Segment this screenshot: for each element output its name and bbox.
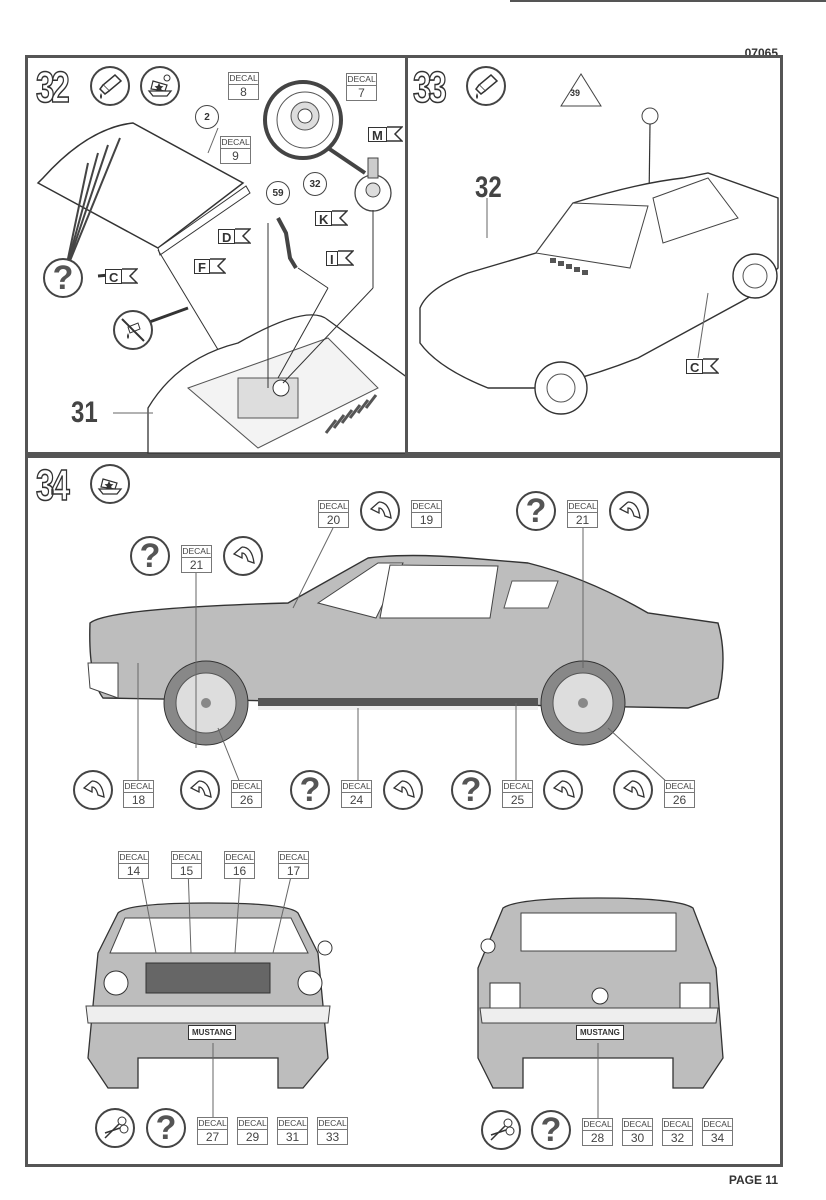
sprue-flag-k: K <box>315 210 349 227</box>
no-glue-icon <box>113 310 153 350</box>
help-icon: ? <box>451 770 491 810</box>
help-icon: ? <box>531 1110 571 1150</box>
decal-apply-icon <box>360 491 400 531</box>
part-number-32: 32 <box>303 172 327 196</box>
car-3q-drawing <box>419 73 779 415</box>
sprue-flag-c: C <box>686 358 720 375</box>
part-number-2: 2 <box>195 105 219 129</box>
sprue-flag-f: F <box>194 258 226 275</box>
decal-apply-icon <box>609 491 649 531</box>
help-icon: ? <box>130 536 170 576</box>
step-32-panel: 32 <box>25 55 409 455</box>
step-number: 34 <box>35 461 70 510</box>
sprue-flag-i: I <box>326 250 354 267</box>
sprue-flag-d: D <box>218 228 252 245</box>
step-33-panel: 33 39 32 C <box>405 55 783 455</box>
scissors-icon <box>95 1108 135 1148</box>
step-number: 33 <box>412 63 447 112</box>
decal-apply-icon <box>223 536 263 576</box>
sprue-flag-c: C <box>105 268 139 285</box>
help-icon: ? <box>146 1108 186 1148</box>
front-license-plate: MUSTANG <box>188 1025 236 1040</box>
sprue-flag-m: M <box>368 126 403 143</box>
step-number: 32 <box>35 63 70 112</box>
decal-apply-icon <box>613 770 653 810</box>
page-edge-line <box>510 0 826 2</box>
help-icon: ? <box>290 770 330 810</box>
decal-water-icon <box>90 464 130 504</box>
glue-icon <box>90 66 130 106</box>
decal-water-icon <box>140 66 180 106</box>
decal-apply-icon <box>383 770 423 810</box>
part-number-39: 39 <box>570 88 581 98</box>
help-icon: ? <box>516 491 556 531</box>
decal-apply-icon <box>180 770 220 810</box>
decal-apply-icon <box>543 770 583 810</box>
paint-help-icon: ? <box>43 258 83 298</box>
rear-license-plate: MUSTANG <box>576 1025 624 1040</box>
assembly-label-31: 31 <box>71 396 98 429</box>
part-number-59: 59 <box>266 181 290 205</box>
glue-icon <box>466 66 506 106</box>
car-side-view-drawing <box>85 518 724 1118</box>
decal-apply-icon <box>73 770 113 810</box>
hood-part-drawing <box>36 80 409 454</box>
step-34-panel: 34 <box>25 455 783 1167</box>
scissors-icon <box>481 1110 521 1150</box>
page-number: PAGE 11 <box>728 1173 778 1187</box>
assembly-label-32: 32 <box>475 171 502 204</box>
